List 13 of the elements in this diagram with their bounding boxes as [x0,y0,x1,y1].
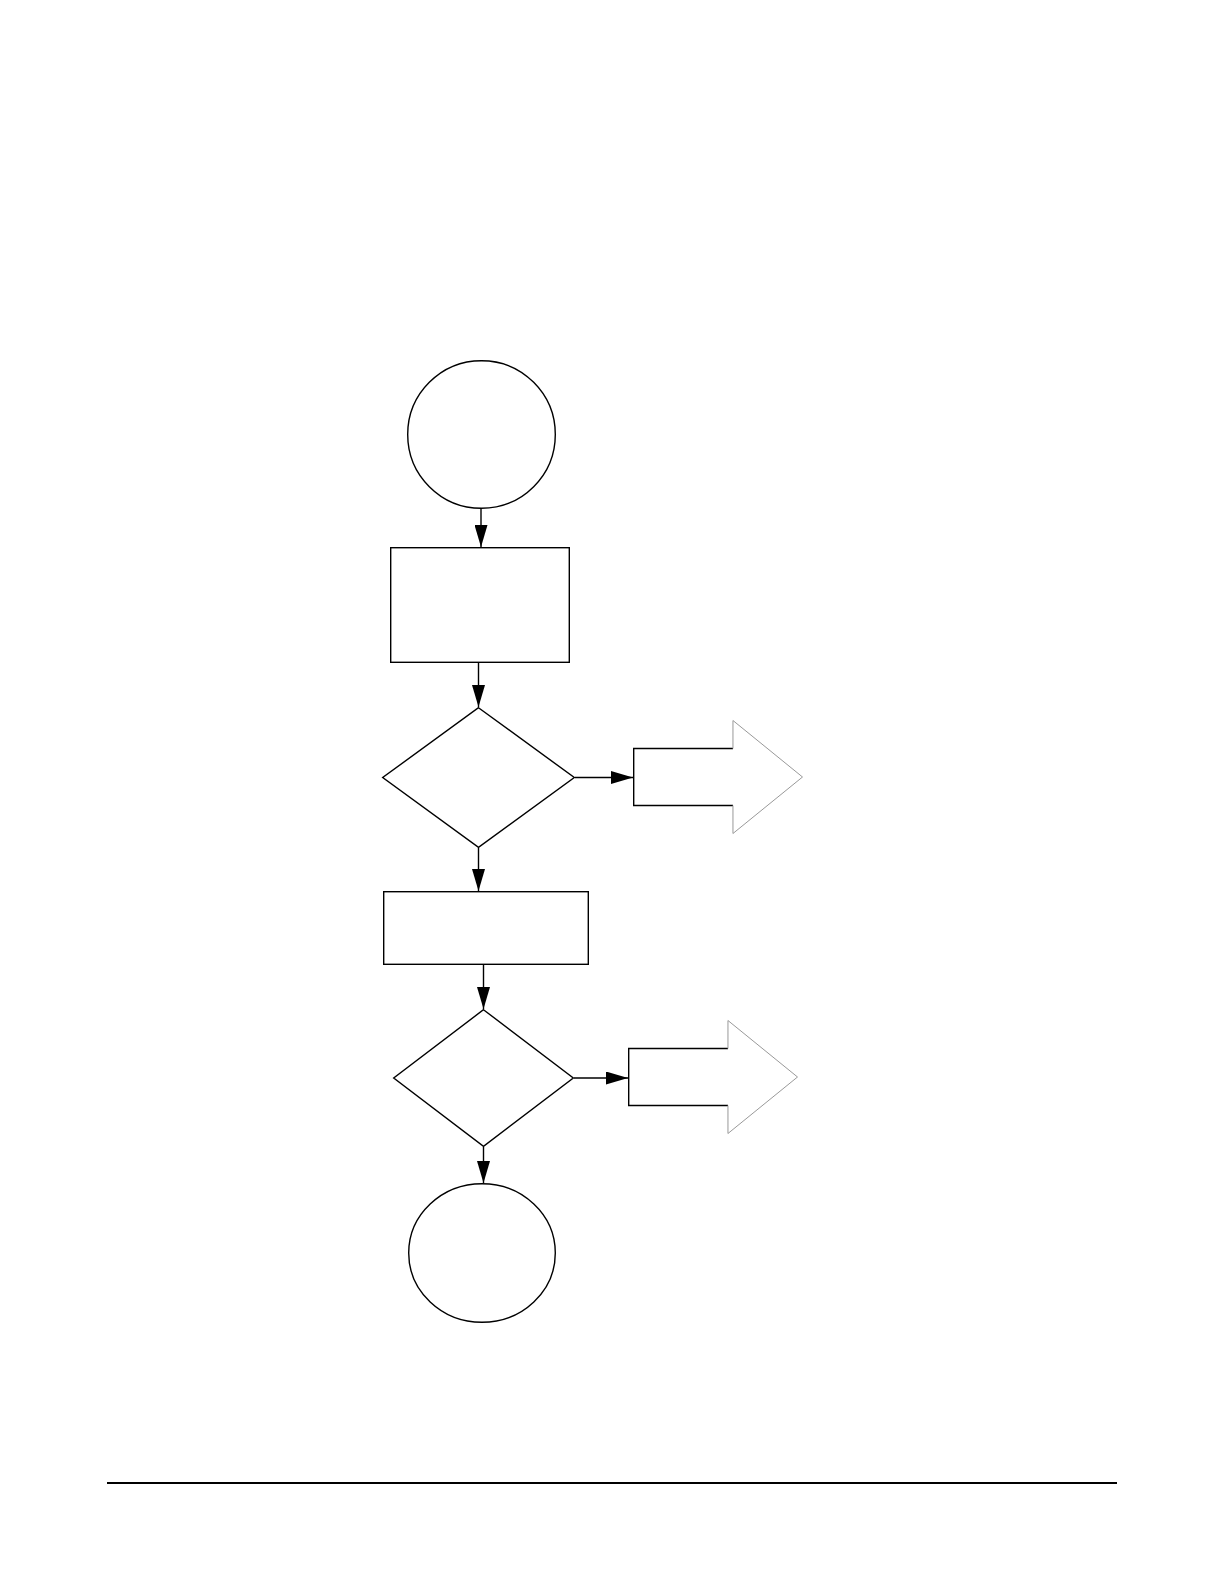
arrow [474,507,488,548]
terminal-circle [408,1183,556,1323]
arrow [477,964,490,1010]
process-box [390,547,570,663]
decision-diamond [382,707,575,848]
decision-diamond [393,1009,574,1147]
process-box [383,891,589,965]
arrow [477,1146,490,1184]
terminal-circle [406,359,556,509]
arrow [574,771,634,784]
arrow [472,847,485,892]
arrow [472,662,485,708]
arrow [573,1071,629,1085]
